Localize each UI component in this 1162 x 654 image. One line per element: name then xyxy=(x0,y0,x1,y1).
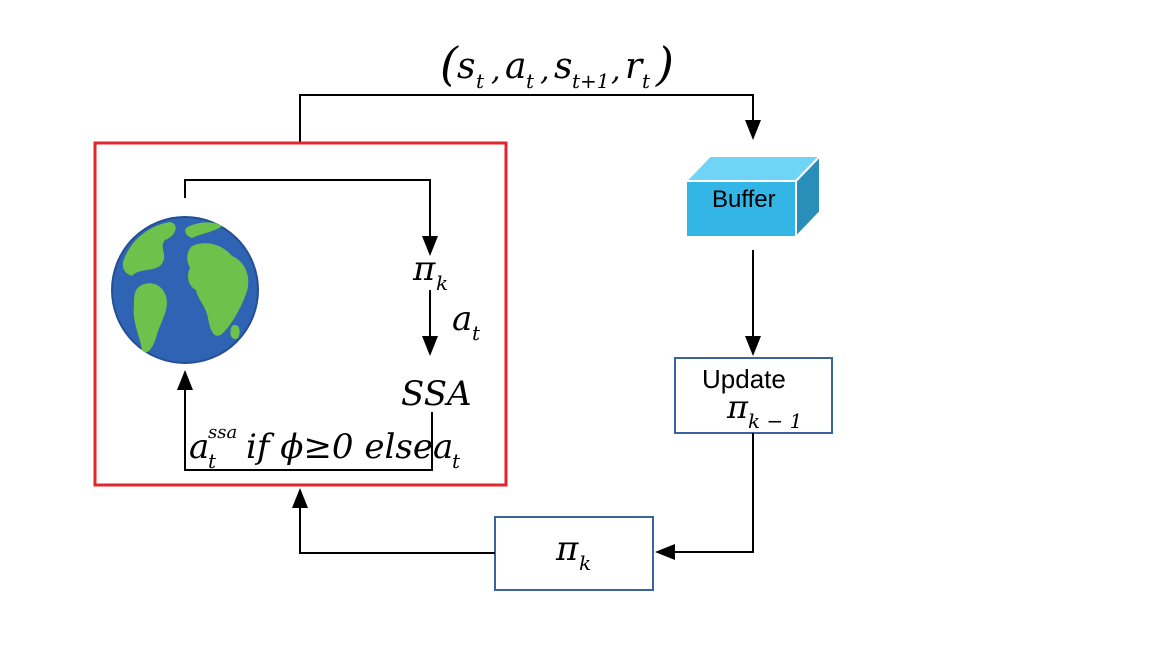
cond-a2: a xyxy=(433,427,453,467)
cond-a: a xyxy=(189,427,209,467)
tuple-a: a xyxy=(505,46,526,87)
transition-arrow xyxy=(299,94,754,143)
safe-action-condition: a ssa t if ϕ≥0 else a t xyxy=(189,422,461,473)
env-pi-sub: k xyxy=(436,271,448,295)
policy-to-env-arrow-head xyxy=(292,488,308,508)
globe-icon xyxy=(111,216,259,364)
ssa-to-env-arrow xyxy=(184,388,433,471)
update-to-policy-arrow-head xyxy=(655,544,675,560)
tuple-open-paren: ( xyxy=(440,37,459,91)
update-pi-sub: k − 1 xyxy=(748,409,802,433)
environment-box xyxy=(93,141,508,487)
buffer-label: Buffer xyxy=(712,186,776,213)
buffer-cube-icon xyxy=(683,153,823,240)
update-box xyxy=(674,357,833,434)
update-pi: π xyxy=(726,388,749,426)
policy-pi: π xyxy=(555,529,579,569)
policy-to-ssa-arrow-head xyxy=(422,336,438,356)
cond-sub: t xyxy=(208,449,217,473)
transition-arrow-head xyxy=(745,120,761,140)
ssa-to-env-arrow-head xyxy=(177,370,193,390)
transition-tuple: ( s t , a t , s t+1 , r t ) xyxy=(440,37,674,93)
policy-pi-sub: k xyxy=(579,551,591,575)
buffer-to-update-arrow-head xyxy=(745,336,761,356)
cond-text: if ϕ≥0 else xyxy=(246,427,433,467)
tuple-s: s xyxy=(457,46,475,87)
tuple-a-sub: t xyxy=(526,69,535,93)
env-state-arrow xyxy=(184,179,431,238)
cond-sup: ssa xyxy=(208,422,237,443)
env-action: a xyxy=(452,299,472,339)
tuple-s-next-sub: t+1 xyxy=(572,69,610,93)
tuple-comma-1: , xyxy=(491,53,501,88)
tuple-r: r xyxy=(625,46,644,87)
policy-to-env-arrow xyxy=(299,506,495,554)
tuple-close-paren: ) xyxy=(655,37,674,91)
update-to-policy-arrow xyxy=(672,433,754,553)
tuple-s-sub: t xyxy=(476,69,485,93)
env-state-arrow-head xyxy=(422,236,438,256)
ssa-label: SSA xyxy=(401,374,472,414)
tuple-comma-3: , xyxy=(611,53,621,88)
update-label: Update xyxy=(702,364,786,394)
env-action-sub: t xyxy=(472,321,481,345)
tuple-r-sub: t xyxy=(642,69,651,93)
cond-sub2: t xyxy=(452,449,461,473)
env-pi: π xyxy=(412,249,436,289)
tuple-comma-2: , xyxy=(540,53,550,88)
tuple-s-next: s xyxy=(554,46,572,87)
